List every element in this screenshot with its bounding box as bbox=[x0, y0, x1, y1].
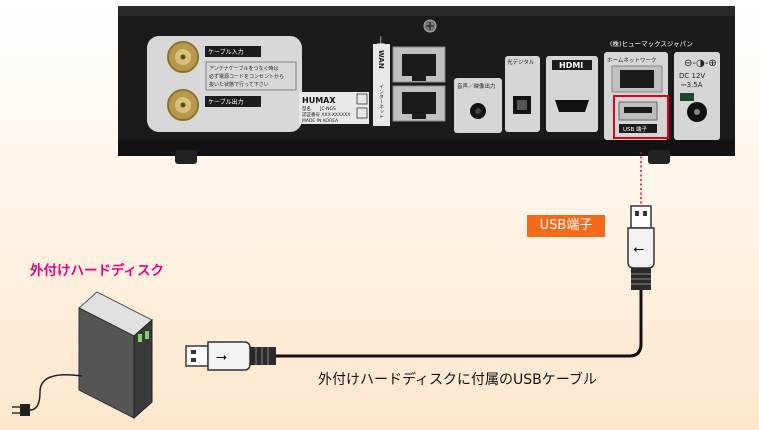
power-panel bbox=[674, 52, 720, 140]
serial-line: 認証番号 XXX-XXXXXX bbox=[302, 111, 350, 118]
optical-label: 光デジタル bbox=[507, 58, 535, 66]
device-foot-left bbox=[175, 150, 197, 164]
antenna-note-3: 抜いた状態で行って下さい bbox=[209, 81, 269, 88]
internet-label: インターネット bbox=[378, 84, 384, 119]
device-foot-right bbox=[648, 150, 670, 164]
power-indicator bbox=[680, 93, 694, 101]
hdd-title: 外付けハードディスク bbox=[30, 263, 165, 279]
network-symbol-icon: ⊥ bbox=[376, 34, 386, 47]
usb-highlight-box bbox=[613, 95, 669, 139]
external-hdd bbox=[78, 291, 153, 420]
power-rating-line-2: ⎓3.5A bbox=[681, 81, 703, 89]
home-network-label: ホームネットワーク bbox=[607, 57, 656, 64]
usb-trident-icon-2: ⭢ bbox=[216, 349, 227, 365]
cable-caption: 外付けハードディスクに付属のUSBケーブル bbox=[318, 372, 597, 388]
wan-ethernet-port-icon bbox=[392, 46, 446, 83]
hdd-led-1 bbox=[138, 334, 142, 342]
dc-polarity-icon: ⊖-◑-⊕ bbox=[684, 58, 717, 69]
screw-icon bbox=[423, 19, 437, 33]
hdd-power-cord bbox=[29, 374, 83, 411]
cable-out-label: ケーブル出力 bbox=[208, 98, 244, 106]
power-rating-line-1: DC 12V bbox=[679, 72, 705, 80]
model-line: 型名 JC-NGS bbox=[302, 105, 336, 112]
usb-cable bbox=[275, 290, 643, 358]
antenna-note-2: 必ず電源コードをコンセントから bbox=[209, 73, 284, 80]
wan-strip bbox=[373, 44, 390, 126]
device-bottom-edge bbox=[118, 140, 735, 156]
cable-in-label: ケーブル入力 bbox=[208, 48, 244, 56]
internet-ethernet-port-icon bbox=[392, 85, 446, 122]
hdmi-port-icon bbox=[555, 100, 589, 112]
usb-port-callout: USB端子 bbox=[527, 215, 605, 237]
wan-label: WAN bbox=[377, 50, 385, 69]
antenna-note-1: アンテナケーブルをつなぐ時は bbox=[209, 65, 279, 72]
maker-label: (株)ヒューマックスジャパン bbox=[610, 39, 693, 48]
hdd-led-2 bbox=[145, 331, 149, 339]
usb-trident-icon: ⭠ bbox=[633, 241, 644, 257]
usb-plug-hdd-side: ⭢ bbox=[185, 341, 276, 371]
origin-line: MADE IN KOREA bbox=[302, 118, 339, 124]
cable-in-f-connector-icon bbox=[167, 41, 199, 73]
hdmi-label: HDMI bbox=[559, 61, 583, 70]
usb-port-label: USB 端子 bbox=[623, 125, 648, 133]
av-out-label: 音声／映像出力 bbox=[457, 82, 496, 90]
power-plug-icon bbox=[12, 404, 30, 416]
cable-out-f-connector-icon bbox=[167, 89, 199, 121]
brand-label: HUMAX bbox=[302, 96, 336, 105]
hdmi-panel bbox=[546, 56, 598, 132]
device-top-edge bbox=[118, 6, 735, 16]
usb-plug-device-side: ⭠ bbox=[627, 205, 655, 290]
